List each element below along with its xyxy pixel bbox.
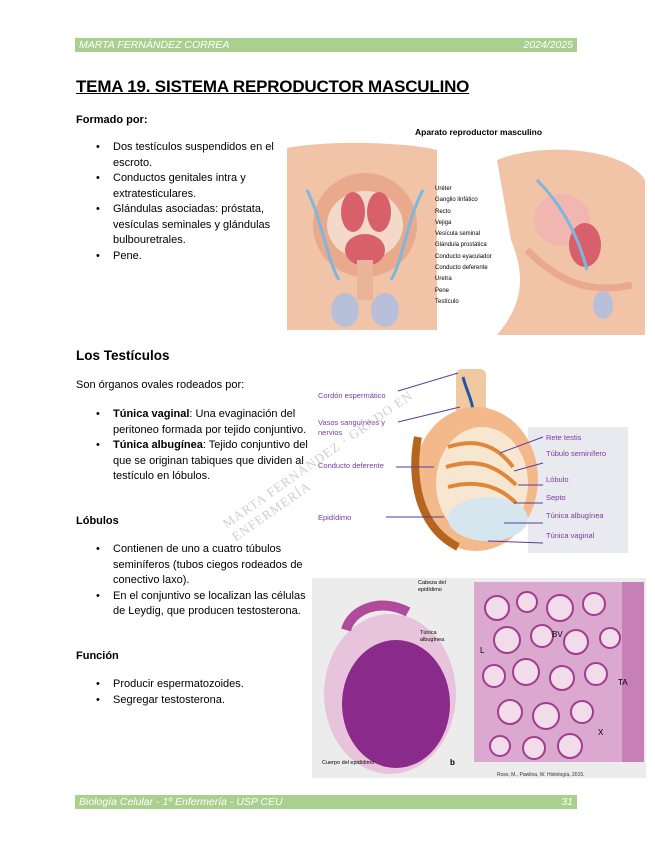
lobulos-list: Contienen de uno a cuatro túbulos seminí… <box>76 542 316 620</box>
figure1-label: Recto <box>435 208 451 215</box>
list-item: Túnica vaginal: Una evaginación del peri… <box>76 407 316 438</box>
figure1-label: Glándula prostática <box>435 242 487 249</box>
histology-label-body: Cuerpo del epidídimo <box>322 760 375 766</box>
testiculos-heading: Los Testículos <box>76 348 170 363</box>
term-tunica-vaginal: Túnica vaginal <box>113 408 190 420</box>
list-item: Contienen de uno a cuatro túbulos seminí… <box>76 542 316 589</box>
formado-list: Dos testículos suspendidos en el escroto… <box>76 140 286 264</box>
figure-histology: Cabeza del epidídimo Túnica albugínea Cu… <box>312 578 646 778</box>
figure-reproductive-system: Aparato reproductor masculino Uréter Gan… <box>287 120 647 342</box>
testicle-illustration <box>318 367 630 557</box>
term-tunica-albuginea: Túnica albugínea <box>113 439 203 451</box>
figure1-label: Conducto deferente <box>435 265 488 272</box>
figure2-label: Rete testis <box>546 433 582 442</box>
figure1-label: Uretra <box>435 276 452 283</box>
figure1-label: Vesícula seminal <box>435 231 481 238</box>
figure1-label: Testículo <box>435 298 459 305</box>
figure2-label: Lóbulo <box>546 475 569 484</box>
header-author: MARTA FERNÁNDEZ CORREA <box>79 39 230 51</box>
figure1-label: Vejiga <box>435 219 452 226</box>
figure2-right-labels: Rete testis Túbulo seminífero Lóbulo Sep… <box>546 433 630 541</box>
figure2-label: Túnica vaginal <box>546 531 595 540</box>
list-item: Producir espermatozoides. <box>76 677 316 693</box>
page-number: 31 <box>561 796 573 808</box>
testiculos-intro: Son órganos ovales rodeados por: <box>76 379 245 391</box>
figure1-labels: Uréter Ganglio linfático Recto Vejiga Ve… <box>435 184 492 308</box>
histology-label-x: X <box>598 728 604 737</box>
formado-heading: Formado por: <box>76 114 148 126</box>
figure1-title: Aparato reproductor masculino <box>415 127 543 137</box>
figure2-label: Conducto deferente <box>318 461 384 470</box>
figure2-label: Epidídimo <box>318 513 352 522</box>
figure1-label: Uréter <box>435 186 452 192</box>
figure2-label: Túnica albugínea <box>546 511 604 520</box>
list-item: Glándulas asociadas: próstata, vesículas… <box>76 202 286 249</box>
figure2-left-labels: Cordón espermático Vasos sanguíneos y ne… <box>318 391 392 523</box>
figure1-label: Conducto eyaculador <box>435 253 492 260</box>
histology-image <box>312 578 646 778</box>
list-item: Túnica albugínea: Tejido conjuntivo del … <box>76 438 316 485</box>
histology-label-head: Cabeza del epidídimo <box>418 580 446 593</box>
histology-label-bv: BV <box>552 630 563 639</box>
histology-credit: Ross, M., Pawlina, W. Histología, 2015. <box>497 772 585 778</box>
histology-label-albuginea: Túnica albugínea <box>420 630 445 643</box>
figure-testicle: Cordón espermático Vasos sanguíneos y ne… <box>318 367 630 557</box>
header-year: 2024/2025 <box>523 39 573 51</box>
list-item: Pene. <box>76 249 286 265</box>
histology-label-b: b <box>450 758 455 767</box>
funcion-heading: Función <box>76 650 119 662</box>
reproductive-illustration <box>287 120 647 342</box>
testiculos-list: Túnica vaginal: Una evaginación del peri… <box>76 407 316 485</box>
figure2-label: Túbulo seminífero <box>546 449 607 458</box>
figure2-label: Septo <box>546 493 566 502</box>
lobulos-heading: Lóbulos <box>76 515 119 527</box>
histology-label-ta: TA <box>618 678 628 687</box>
histology-label-l: L <box>480 646 485 655</box>
page-title: TEMA 19. SISTEMA REPRODUCTOR MASCULINO <box>76 77 470 96</box>
list-item: Conductos genitales intra y extratesticu… <box>76 171 286 202</box>
figure2-label: Vasos sanguíneos y nervios <box>318 418 385 437</box>
figure2-label: Cordón espermático <box>318 391 386 400</box>
header-band: MARTA FERNÁNDEZ CORREA 2024/2025 <box>75 38 577 52</box>
figure1-label: Ganglio linfático <box>435 197 478 204</box>
figure1-label: Pene <box>435 287 450 294</box>
funcion-list: Producir espermatozoides. Segregar testo… <box>76 677 316 708</box>
footer-course: Biología Celular - 1º Enfermería - USP C… <box>79 796 283 808</box>
list-item: Dos testículos suspendidos en el escroto… <box>76 140 286 171</box>
list-item: Segregar testosterona. <box>76 693 316 709</box>
list-item: En el conjuntivo se localizan las célula… <box>76 589 316 620</box>
footer-band: Biología Celular - 1º Enfermería - USP C… <box>75 795 577 809</box>
